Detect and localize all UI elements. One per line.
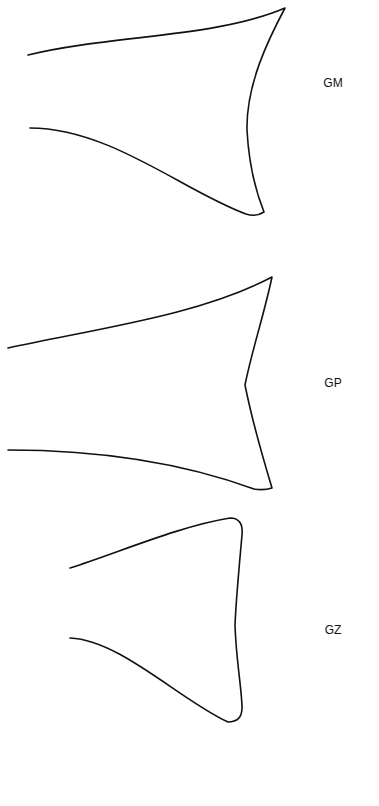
tail-label: GZ bbox=[325, 624, 342, 636]
tail-outline-gp bbox=[8, 277, 272, 490]
tail-label: GM bbox=[323, 77, 342, 89]
tail-label: GP bbox=[324, 377, 341, 389]
tail-outline-gm bbox=[28, 8, 285, 215]
tail-outline-gz bbox=[70, 518, 242, 722]
